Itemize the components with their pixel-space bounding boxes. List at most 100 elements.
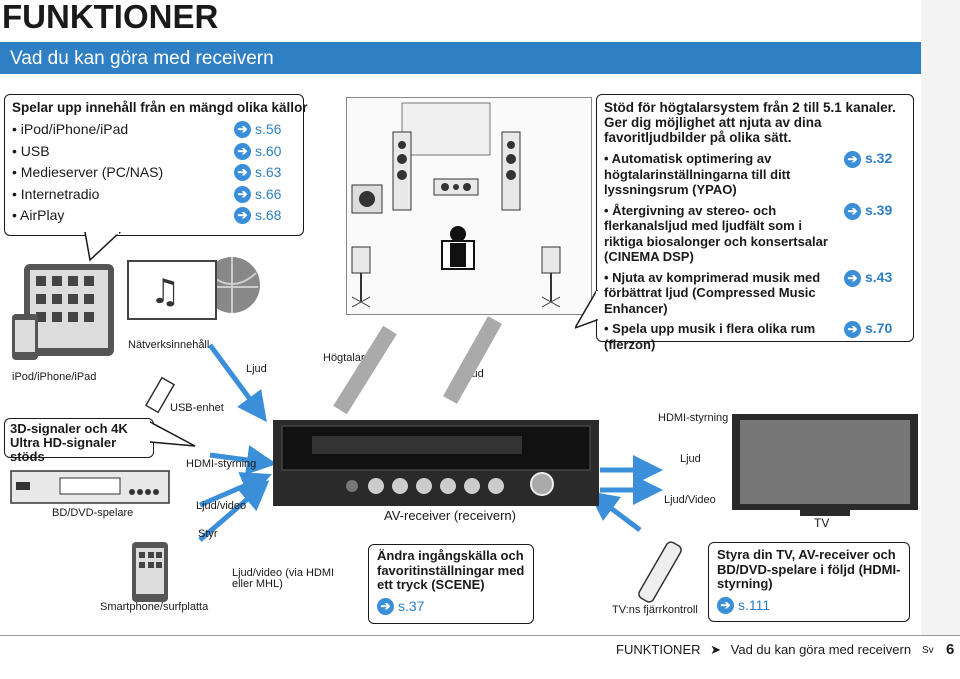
- tv-label: TV: [814, 516, 830, 530]
- list-item: • Internetradio ➔s.66: [12, 186, 292, 208]
- network-content-icon: ♫: [127, 257, 260, 320]
- tv-control-bubble: [708, 542, 910, 622]
- list-item-label: • Njuta av komprimerad musik med förbätt…: [604, 269, 821, 316]
- arrow-right-icon: ➔: [844, 269, 861, 287]
- arrow-right-icon: ➔: [377, 598, 394, 616]
- ref-link[interactable]: ➔s.70: [844, 320, 892, 339]
- arrow-right-icon: ➔: [844, 321, 861, 339]
- tv-icon: [732, 414, 918, 516]
- listener-icon: [441, 226, 475, 270]
- section-banner: [0, 42, 921, 74]
- list-item-label: • Internetradio: [12, 185, 100, 202]
- list-item-label: • Återgivning av stereo- och flerkanalsl…: [604, 202, 828, 265]
- footer-page-title: Vad du kan göra med receivern: [730, 642, 912, 657]
- breadcrumb-arrow-icon: ➤: [710, 642, 722, 657]
- hdmi-control-label: HDMI-styrning: [658, 412, 729, 424]
- arrow-right-icon: ➔: [234, 185, 251, 203]
- features-bubble: [596, 94, 914, 342]
- ipod-label: iPod/iPhone/iPad: [12, 371, 97, 383]
- ref-link[interactable]: ➔s.39: [844, 202, 892, 220]
- arrow-right-icon: ➔: [234, 142, 251, 160]
- smartphone-icon: [132, 542, 168, 602]
- hdmi-control-label: HDMI-styrning: [186, 458, 257, 470]
- ref-link[interactable]: ➔s.68: [234, 207, 281, 225]
- arrow-right-icon: ➔: [844, 151, 861, 169]
- list-item: • Medieserver (PC/NAS) ➔s.63: [12, 164, 292, 186]
- side-tab: [921, 0, 960, 635]
- arrow-right-icon: ➔: [234, 164, 251, 182]
- ref-link[interactable]: ➔s.37: [377, 598, 424, 616]
- smartphone-label: Smartphone/surfplatta: [100, 601, 209, 613]
- bd-player-icon: [10, 470, 170, 504]
- list-item-label: • USB: [12, 142, 50, 159]
- list-item-label: • Medieserver (PC/NAS): [12, 164, 164, 180]
- surround-right-speaker-icon: [541, 246, 561, 308]
- remote-control-icon: [638, 541, 682, 603]
- subwoofer-icon: [351, 184, 383, 214]
- page-number: 6: [946, 641, 955, 658]
- speaker-room-diagram: [351, 102, 561, 308]
- arrow-right-icon: ➔: [234, 121, 251, 139]
- signals-bubble-tail: [150, 421, 196, 447]
- avr-label: AV-receiver (receivern): [384, 508, 516, 523]
- svg-text:♫: ♫: [150, 272, 180, 312]
- sources-bubble: [4, 94, 304, 236]
- signals-bubble: [4, 418, 154, 458]
- ref-link[interactable]: ➔s.60: [234, 143, 281, 161]
- footer-divider: [0, 635, 960, 636]
- speakers-label: Högtalare: [323, 352, 371, 364]
- front-right-speaker-icon: [501, 131, 521, 211]
- front-left-speaker-icon: [392, 131, 412, 211]
- audio-video-label: Ljud/Video: [664, 494, 716, 506]
- sources-bubble-tail: [84, 232, 122, 262]
- list-item: • Spela upp musik i flera olika rum (fle…: [604, 320, 892, 352]
- language-label: Sv: [922, 645, 934, 656]
- footer-breadcrumb: FUNKTIONER ➤ Vad du kan göra med receive…: [616, 642, 911, 658]
- list-item: • AirPlay ➔s.68: [12, 207, 292, 229]
- list-item: • USB ➔s.60: [12, 143, 292, 165]
- ref-link[interactable]: ➔s.63: [234, 164, 281, 182]
- ljud-label: Ljud: [246, 363, 267, 375]
- ref-link[interactable]: ➔s.111: [717, 597, 770, 615]
- list-item: • iPod/iPhone/iPad ➔s.56: [12, 121, 292, 143]
- bd-label: BD/DVD-spelare: [52, 507, 134, 519]
- audio-video-mhl-label: Ljud/video (via HDMI eller MHL): [232, 567, 335, 590]
- arrow-right-icon: ➔: [234, 207, 251, 225]
- control-label: Styr: [198, 528, 218, 540]
- surround-left-speaker-icon: [351, 246, 371, 308]
- list-item: • Återgivning av stereo- och flerkanalsl…: [604, 202, 892, 265]
- banner-title: Vad du kan göra med receivern: [10, 48, 274, 69]
- list-item-label: • AirPlay: [12, 207, 65, 223]
- audio-video-label: Ljud/video: [196, 500, 247, 512]
- list-item: • Automatisk optimering av högtalarinstä…: [604, 150, 892, 198]
- list-item-label: • Spela upp musik i flera olika rum (fle…: [604, 321, 816, 352]
- ref-link[interactable]: ➔s.66: [234, 186, 281, 204]
- sources-list: • iPod/iPhone/iPad ➔s.56 • USB ➔s.60 • M…: [12, 121, 292, 229]
- list-item-label: • Automatisk optimering av högtalarinstä…: [604, 151, 791, 197]
- list-item: • Njuta av komprimerad musik med förbätt…: [604, 269, 892, 317]
- arrow-right-icon: ➔: [717, 597, 734, 615]
- arrow-right-icon: ➔: [844, 202, 861, 220]
- scene-bubble: [368, 544, 534, 624]
- usb-device-icon: [145, 376, 176, 414]
- usb-label: USB-enhet: [170, 402, 224, 414]
- network-label: Nätverksinnehåll: [128, 339, 210, 351]
- features-title: Stöd för högtalarsystem från 2 till 5.1 …: [604, 100, 896, 145]
- features-bubble-tail: [575, 290, 599, 329]
- scene-text: Ändra ingångskälla och favoritinställnin…: [377, 548, 525, 592]
- center-speaker-icon: [433, 178, 479, 196]
- page-heading: FUNKTIONER: [2, 0, 219, 35]
- tv-control-text: Styra din TV, AV-receiver och BD/DVD-spe…: [717, 547, 901, 591]
- footer-section[interactable]: FUNKTIONER: [616, 642, 701, 657]
- ref-link[interactable]: ➔s.43: [844, 269, 892, 287]
- av-receiver-icon: [273, 420, 599, 506]
- audio-label: Ljud: [680, 453, 701, 465]
- features-list: • Automatisk optimering av högtalarinstä…: [604, 150, 904, 352]
- list-item-label: • iPod/iPhone/iPad: [12, 121, 129, 137]
- signals-text: 3D-signaler och 4K Ultra HD-signaler stö…: [10, 421, 128, 464]
- remote-label: TV:ns fjärrkontroll: [612, 604, 698, 616]
- ref-link[interactable]: ➔s.56: [234, 121, 281, 139]
- ref-link[interactable]: ➔s.39s.32: [844, 150, 892, 169]
- ipad-icon: [12, 264, 114, 360]
